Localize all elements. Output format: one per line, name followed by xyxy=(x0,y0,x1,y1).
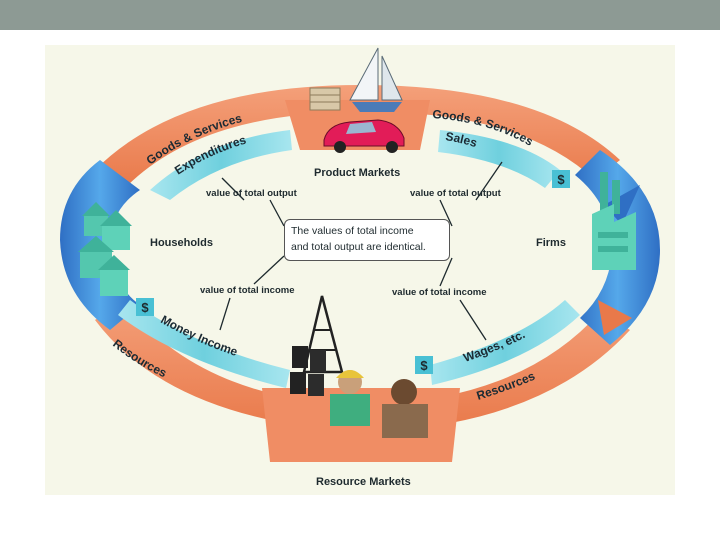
barrels-icon xyxy=(290,346,326,396)
arrow-head-bottom-right xyxy=(598,300,632,335)
inner-ring-top-right xyxy=(438,130,560,188)
sailboat-icon xyxy=(349,47,403,112)
dollar-tag-top-right: $ xyxy=(552,170,570,188)
car-icon xyxy=(323,119,405,153)
center-note-line-2: and total output are identical. xyxy=(291,241,426,253)
coins-icon xyxy=(309,87,341,111)
label-households: Households xyxy=(150,237,213,249)
inner-ring-bottom-right xyxy=(430,300,580,385)
outer-ring-bottom xyxy=(95,300,630,432)
factory-icon xyxy=(592,172,636,270)
callout-value-total-income-right: value of total income xyxy=(392,287,487,298)
label-firms: Firms xyxy=(536,237,566,249)
callout-value-total-output-left: value of total output xyxy=(206,188,298,199)
label-product-markets: Product Markets xyxy=(314,167,400,179)
houses-icon xyxy=(78,202,132,296)
callout-value-total-output-right: value of total output xyxy=(410,188,502,199)
outer-ring-top xyxy=(95,85,620,188)
label-resource-markets: Resource Markets xyxy=(316,476,411,488)
svg-text:$: $ xyxy=(141,300,149,315)
inner-ring-bottom-left xyxy=(118,300,290,388)
svg-text:$: $ xyxy=(420,358,428,373)
center-note-line-1: The values of total income xyxy=(291,225,414,237)
worker-icon xyxy=(330,370,428,438)
dollar-tag-bottom-right: $ xyxy=(415,356,433,374)
dollar-tag-bottom-left: $ xyxy=(136,298,154,316)
center-note: The values of total income and total out… xyxy=(284,219,450,261)
svg-text:$: $ xyxy=(557,172,565,187)
callout-value-total-income-left: value of total income xyxy=(200,285,295,296)
callout-connectors xyxy=(219,161,503,341)
top-bar xyxy=(0,0,720,30)
inner-ring-top-left xyxy=(150,130,292,200)
